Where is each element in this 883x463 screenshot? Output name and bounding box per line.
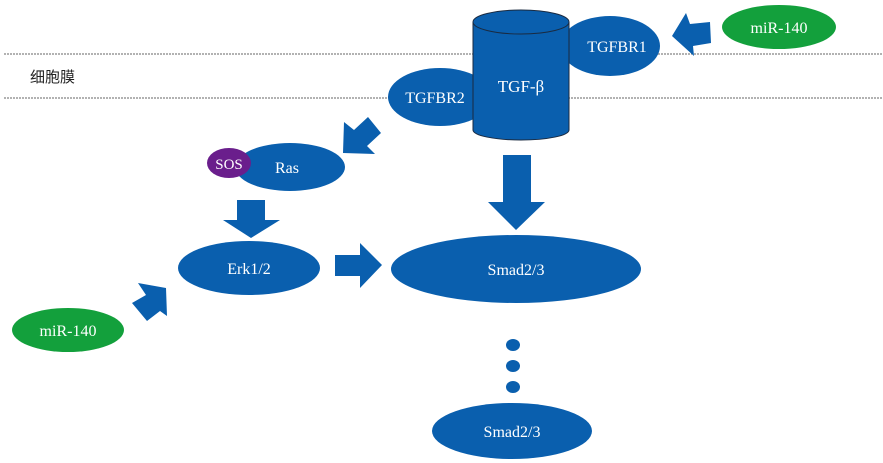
arrow-tgfbr2-to-ras	[343, 117, 381, 154]
arrow-ras-to-erk	[223, 200, 280, 238]
mir140-top-node	[722, 5, 836, 49]
mir140-left-label: miR-140	[40, 323, 97, 340]
arrow-erk-to-smad	[335, 243, 382, 288]
continuation-dot	[506, 339, 520, 351]
ras-node	[235, 143, 345, 191]
tgfbr1-label: TGFBR1	[587, 39, 647, 56]
arrow-mir140-to-tgfbr1	[672, 13, 711, 56]
tgfbr2-label: TGFBR2	[405, 90, 465, 107]
erk-label: Erk1/2	[227, 261, 271, 278]
smad-bottom-node	[432, 403, 592, 459]
smad-bottom-label: Smad2/3	[484, 424, 541, 441]
tgf-beta-label: TGF-β	[498, 77, 544, 96]
smad-main-node	[391, 235, 641, 303]
membrane-label: 细胞膜	[30, 68, 75, 86]
continuation-dot	[506, 381, 520, 393]
tgfbr1-node	[560, 16, 660, 76]
tgf-beta-cylinder	[472, 9, 570, 141]
erk-node	[178, 241, 320, 295]
mir140-top-label: miR-140	[751, 20, 808, 37]
sos-node	[207, 148, 251, 178]
ras-label: Ras	[275, 160, 299, 177]
smad-main-label: Smad2/3	[488, 262, 545, 279]
tgfbr2-node	[388, 68, 492, 126]
mir140-left-node	[12, 308, 124, 352]
continuation-dot	[506, 360, 520, 372]
sos-label: SOS	[215, 157, 243, 173]
arrow-tgfbeta-to-smad	[488, 155, 545, 230]
arrow-mir140-to-erk	[132, 283, 167, 321]
